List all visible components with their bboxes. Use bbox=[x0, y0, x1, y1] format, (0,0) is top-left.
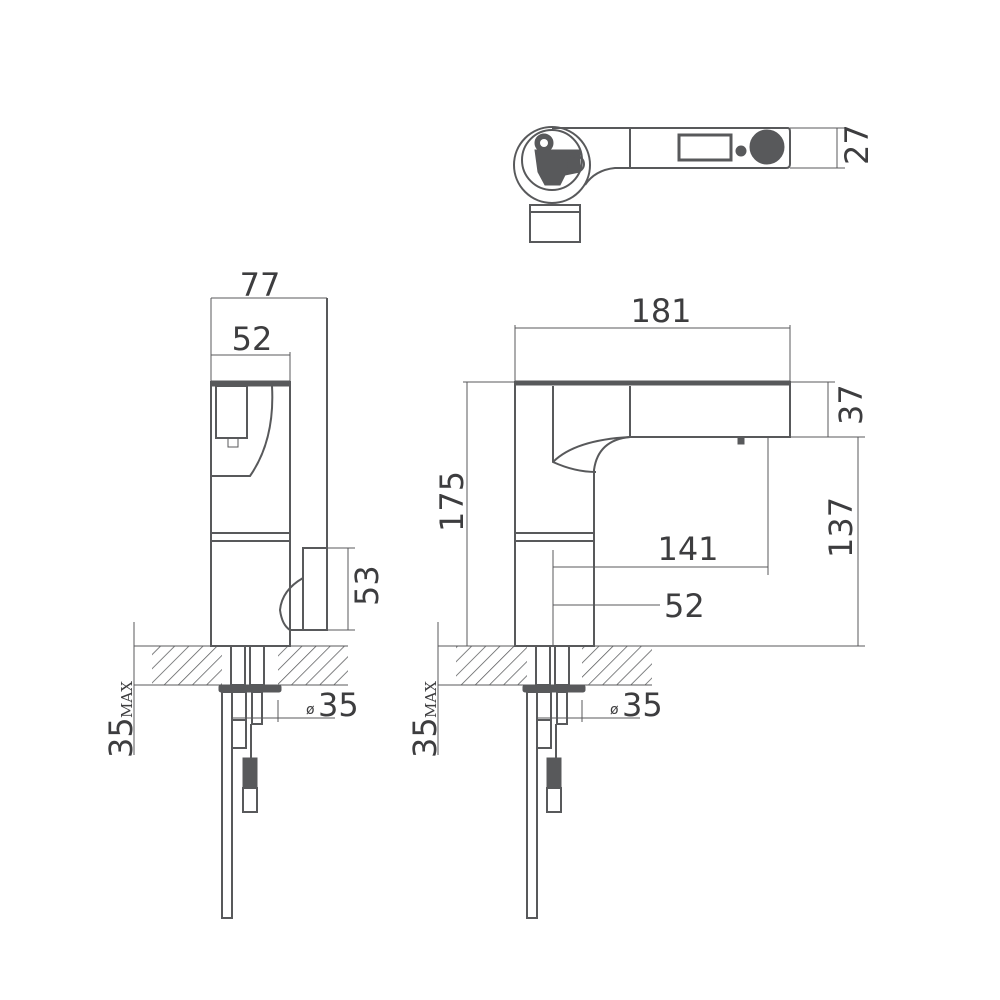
top-view-spout bbox=[552, 127, 791, 186]
supply-hose bbox=[526, 691, 538, 919]
dim-handle-height: 53 bbox=[348, 565, 386, 606]
dim-spout-height: 37 bbox=[832, 384, 870, 425]
dim-total-height: 175 bbox=[433, 471, 471, 532]
dim-overall-depth: 77 bbox=[240, 266, 281, 304]
dim-deck-max: MAX bbox=[422, 681, 440, 718]
side-view: 77 52 53 ø 35 35 MAX bbox=[102, 266, 386, 919]
dim-body-width: 52 bbox=[664, 587, 705, 625]
display-window bbox=[677, 133, 733, 162]
sensor-dot bbox=[735, 145, 747, 157]
dim-spout-length: 181 bbox=[630, 292, 691, 330]
deck-section-left bbox=[456, 646, 527, 685]
front-view-body bbox=[514, 381, 791, 647]
deck-section-right bbox=[582, 646, 652, 685]
top-view: 27 bbox=[513, 124, 876, 243]
dim-spout-reach: 141 bbox=[657, 530, 718, 568]
top-view-handle bbox=[513, 126, 591, 204]
dim-outlet-height: 137 bbox=[822, 497, 860, 558]
side-view-body bbox=[210, 381, 291, 647]
diameter-symbol: ø bbox=[610, 702, 619, 718]
dim-body-depth: 52 bbox=[232, 320, 273, 358]
dim-deck-max: MAX bbox=[118, 681, 136, 718]
deck-section-right bbox=[278, 646, 348, 685]
control-button bbox=[749, 129, 785, 165]
dim-top-width: 27 bbox=[838, 124, 876, 165]
front-view: 181 37 137 175 141 52 ø 35 bbox=[406, 292, 870, 919]
dim-deck-thickness: 35 bbox=[406, 717, 444, 758]
top-view-base bbox=[529, 204, 581, 243]
supply-hose bbox=[221, 691, 233, 919]
diameter-symbol: ø bbox=[306, 702, 315, 718]
dim-deck-thickness: 35 bbox=[102, 717, 140, 758]
dim-hole-diameter: 35 bbox=[318, 686, 359, 724]
dim-hole-diameter: 35 bbox=[622, 686, 663, 724]
deck-section-left bbox=[152, 646, 222, 685]
